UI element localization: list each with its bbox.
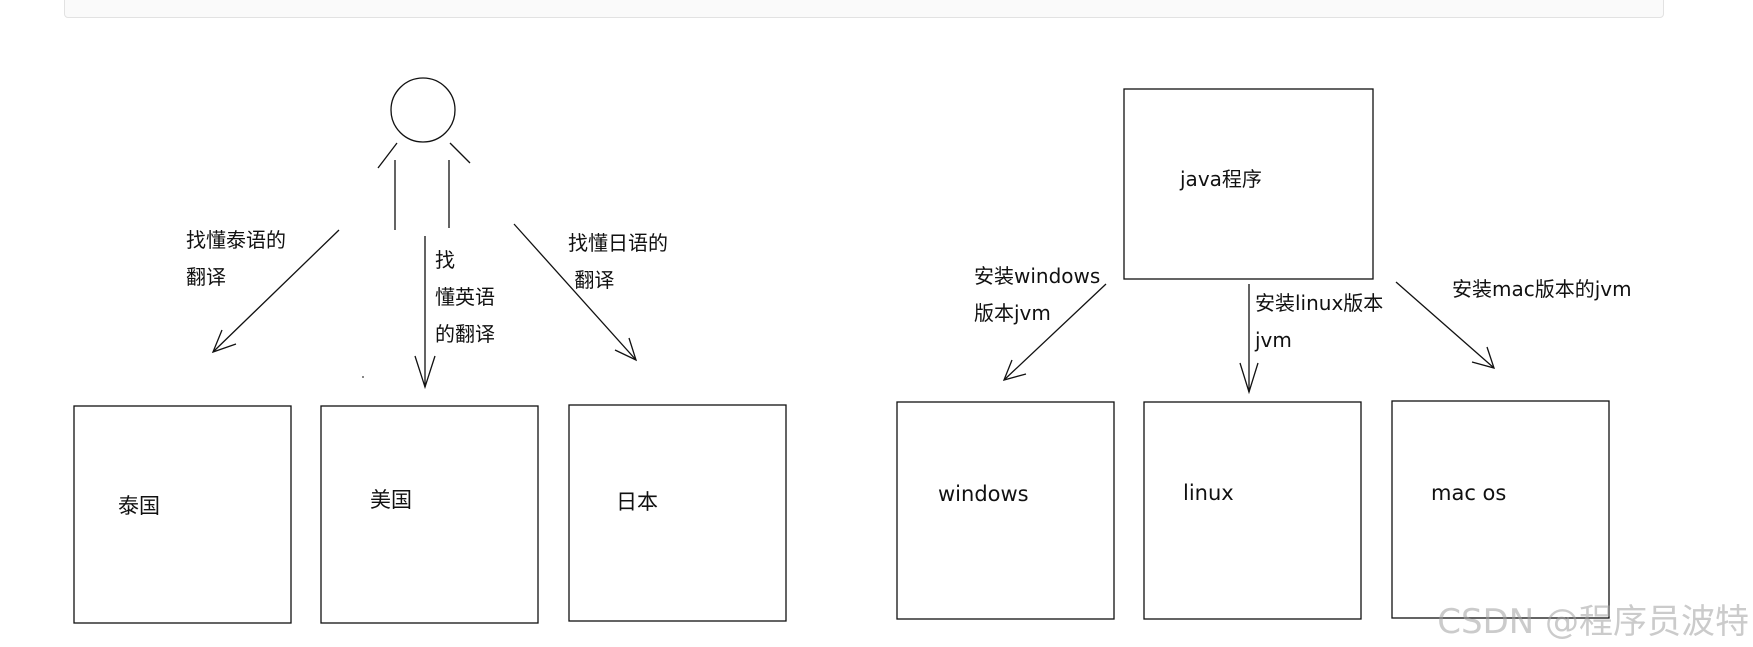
label-english-translator: 找 懂英语 的翻译 (435, 242, 495, 353)
label-line: 安装windows (974, 264, 1101, 288)
label-line: 版本jvm (974, 301, 1051, 325)
label-line: 安装linux版本 (1255, 291, 1384, 315)
label-install-linux-jvm: 安装linux版本 jvm (1255, 285, 1383, 359)
box-java-program (1123, 88, 1374, 280)
arrow-to-macos (1395, 281, 1496, 369)
label-line: 的翻译 (435, 322, 495, 346)
label-install-mac-jvm: 安装mac版本的jvm (1452, 271, 1632, 308)
box-thailand (73, 405, 292, 624)
box-thailand-label: 泰国 (118, 494, 160, 518)
label-line: 找 (435, 248, 455, 272)
label-install-windows-jvm: 安装windows 版本jvm (974, 258, 1100, 332)
box-windows (896, 401, 1115, 620)
box-linux (1143, 401, 1362, 620)
box-japan-label: 日本 (616, 490, 658, 514)
csdn-watermark: CSDN @程序员波特 (1437, 602, 1749, 642)
label-line: 懂英语 (435, 285, 495, 309)
box-windows-label: windows (938, 482, 1029, 506)
box-java-program-label: java程序 (1180, 167, 1262, 191)
arrow-to-japan (513, 223, 638, 362)
arrow-to-thailand (211, 229, 340, 354)
arrow-to-usa (414, 236, 436, 390)
box-macos (1391, 400, 1610, 619)
box-japan (568, 404, 787, 622)
arrow-to-windows (1002, 283, 1107, 381)
person-right-arm (449, 142, 471, 164)
box-macos-label: mac os (1431, 481, 1507, 505)
label-line: 找懂日语的 (568, 231, 668, 255)
top-toolbar-edge (64, 0, 1664, 18)
box-usa-label: 美国 (370, 488, 412, 512)
label-line: 找懂泰语的 (186, 228, 286, 252)
stray-dot (362, 376, 364, 378)
label-line: jvm (1255, 328, 1292, 352)
box-linux-label: linux (1183, 481, 1234, 505)
person-head-icon (390, 77, 456, 143)
box-usa (320, 405, 539, 624)
label-line: 翻译 (568, 268, 615, 292)
label-thai-translator: 找懂泰语的 翻译 (186, 222, 286, 296)
arrow-to-linux (1239, 284, 1259, 395)
person-left-arm (377, 142, 398, 169)
label-japanese-translator: 找懂日语的 翻译 (568, 225, 668, 299)
label-line: 翻译 (186, 265, 226, 289)
label-line: 安装mac版本的jvm (1452, 277, 1632, 301)
